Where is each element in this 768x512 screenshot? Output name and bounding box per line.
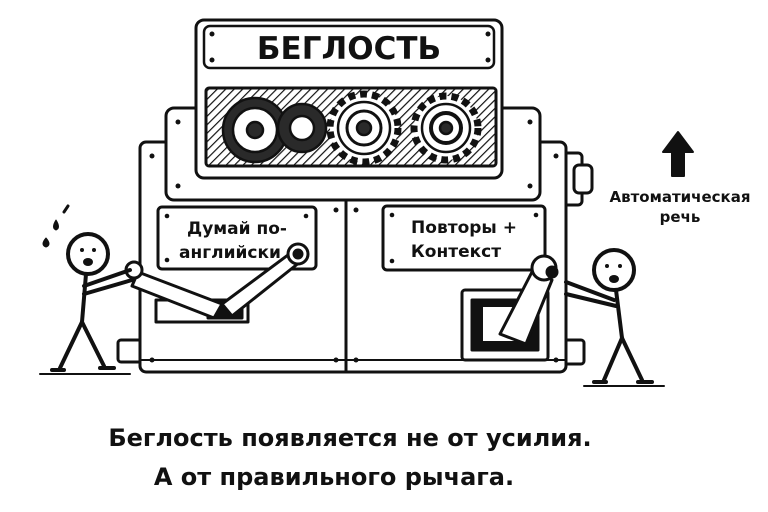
gears — [221, 90, 482, 166]
rivets — [149, 31, 559, 363]
gear-icon — [276, 102, 328, 154]
left-lever — [124, 242, 310, 324]
gear-icon — [410, 92, 482, 164]
gear-icon — [221, 96, 289, 164]
left-plate-line2: английски — [179, 243, 281, 263]
annotation-line1: Автоматическая — [610, 188, 751, 206]
caption-line2: А от правильного рычага. — [154, 463, 514, 491]
stick-figure-left — [42, 204, 134, 372]
gear-icon — [326, 90, 402, 166]
right-lever — [460, 254, 559, 362]
right-knob-cap — [572, 163, 594, 195]
annotation-line2: речь — [660, 208, 701, 226]
caption-line1: Беглость появляется не от усилия. — [108, 424, 591, 452]
left-plate: Думай по- английски — [156, 205, 318, 271]
stick-figure-right — [564, 248, 654, 384]
title-plate — [202, 24, 496, 70]
right-plate-line2: Контекст — [411, 242, 501, 262]
arrow-up-icon — [662, 131, 694, 177]
right-plate-line1: Повторы + — [411, 218, 517, 238]
right-plate: Повторы + Контекст — [381, 204, 547, 272]
ground-lines — [39, 373, 665, 387]
machine-title: БЕГЛОСТЬ — [257, 31, 441, 67]
left-plate-line1: Думай по- — [187, 219, 287, 239]
